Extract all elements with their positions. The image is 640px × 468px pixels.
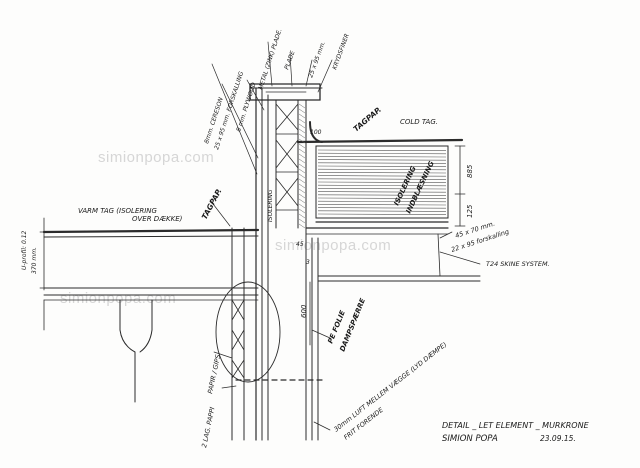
dim-100: 100 <box>310 129 322 136</box>
wall-insulation-hatch <box>298 103 306 229</box>
hatch-line <box>317 175 447 177</box>
label-cold-roof: COLD TAG. <box>400 118 438 126</box>
drawing-date: 23.09.15. <box>540 434 576 443</box>
label-metal: METAL (ZINK) PLADE. <box>257 28 283 91</box>
hatch-line <box>317 213 447 215</box>
hatch-line <box>317 165 447 167</box>
hatch-line <box>317 168 447 171</box>
hatch-line <box>298 123 306 129</box>
hatch-line <box>298 213 306 219</box>
wall-crosses-lower <box>231 299 245 379</box>
hatch-line <box>298 158 306 164</box>
hatch-line <box>317 184 447 187</box>
hatch-line <box>298 103 306 109</box>
detail-circle <box>215 281 281 383</box>
dim-45: 45 <box>296 241 304 248</box>
linework <box>39 41 481 441</box>
hatch-line <box>317 162 447 164</box>
hatch-line <box>298 198 306 204</box>
hatch-line <box>317 159 447 161</box>
dim-3: 3 <box>306 259 310 266</box>
hatch-line <box>298 108 306 114</box>
label-vapour: DAMPSPÆRRE <box>338 297 367 353</box>
label-insulation-vertical: ISOLERING <box>267 189 274 222</box>
hatch-line <box>298 193 306 199</box>
hatch-line <box>298 113 306 119</box>
hatch-line <box>298 168 306 174</box>
hatch-line <box>298 223 306 229</box>
hatch-line <box>298 153 306 159</box>
drawing-title: DETAIL _ LET ELEMENT _ MURKRONE <box>442 421 590 430</box>
hatch-line <box>298 203 306 209</box>
label-warm-roof: VARM TAG (ISOLERING <box>78 207 158 215</box>
watermark-top: simionpopa.com <box>98 149 214 166</box>
hatch-line <box>298 148 306 154</box>
watermark-left: simionpopa.com <box>60 290 176 307</box>
hatch-line <box>317 152 447 155</box>
hatch-line <box>317 200 447 203</box>
hatch-line <box>298 178 306 184</box>
hatch-line <box>298 188 306 194</box>
hatch-line <box>317 197 447 199</box>
label-airgap: 30mm LUFT MELLEM VÆGGE (LYD DÆMPE) <box>332 340 448 433</box>
insulation-block <box>315 145 449 219</box>
hatch-line <box>317 210 447 212</box>
cold-roof-line <box>296 138 464 144</box>
insulation-hatch <box>317 149 447 215</box>
dim-885: 885 <box>466 164 474 178</box>
parapet-cap <box>249 83 321 101</box>
label-layers: 2 LAG. PAPPI <box>200 406 216 448</box>
label-board: 25 x 95 mm. <box>307 40 327 78</box>
dim-125: 125 <box>466 204 474 218</box>
label-roof-felt: TAGPAP. <box>352 105 383 133</box>
dim-600: 600 <box>300 304 308 318</box>
hatch-line <box>317 156 447 158</box>
hatch-line <box>298 218 306 224</box>
hatch-line <box>317 194 447 196</box>
hatch-line <box>317 188 447 190</box>
hatch-line <box>317 204 447 206</box>
hatch-line <box>298 163 306 169</box>
label-profile: KRYDSFINER <box>331 33 351 71</box>
hatch-line <box>298 173 306 179</box>
label-papir: PAPIR / GIPS <box>206 354 222 395</box>
label-warm-roof-2: OVER DÆKKE) <box>132 215 183 223</box>
hatch-line <box>298 143 306 149</box>
hatch-line <box>317 181 447 183</box>
label-rail: T24 SKINE SYSTEM. <box>486 260 550 268</box>
hatch-line <box>317 149 447 151</box>
watermark-middle: simionpopa.com <box>275 237 391 254</box>
hatch-line <box>298 133 306 139</box>
hatch-line <box>298 128 306 134</box>
hatch-line <box>298 183 306 189</box>
label-plate: PLADE <box>283 50 296 71</box>
warm-roof-line <box>42 228 260 234</box>
hatch-line <box>317 172 447 174</box>
hatch-line <box>317 191 447 193</box>
drawing-author: SIMION POPA <box>442 434 498 444</box>
label-slab: U-profil: 0.12 <box>21 230 28 270</box>
label-slab-2: 370 mm. <box>31 247 38 274</box>
hatch-line <box>298 118 306 124</box>
wall-crosses-upper <box>275 103 299 211</box>
hatch-line <box>317 207 447 209</box>
hatch-line <box>298 138 306 144</box>
hatch-line <box>298 208 306 214</box>
label-roof-felt-2: TAGPAP. <box>200 187 224 221</box>
hatch-line <box>317 178 447 180</box>
